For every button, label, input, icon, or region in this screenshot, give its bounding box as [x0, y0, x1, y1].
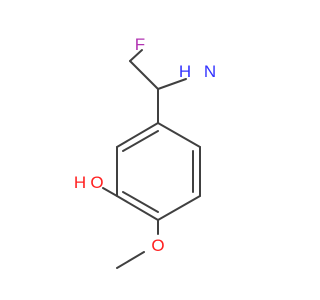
ring-double-c4-c5 [122, 191, 159, 213]
ring-bond-c4-c5 [116, 195, 159, 221]
bond-f-ch2 [129, 49, 143, 62]
label-layer: F H N H O O [74, 35, 216, 255]
atom-hydroxyl-o: O [90, 173, 103, 192]
ring-bond-c1-c2 [157, 122, 201, 148]
structure-svg: F H N H O O [74, 35, 216, 269]
bond-ch2-ch [129, 60, 159, 90]
atom-methoxy-o: O [151, 236, 164, 255]
bond-ch-n [157, 78, 187, 90]
bond-o-ch3 [116, 251, 145, 269]
bond-layer [102, 49, 201, 269]
atom-amine-h2: H [179, 62, 191, 81]
ring-bond-c3-c4 [157, 195, 201, 221]
atom-amine-n: N [204, 62, 216, 81]
atom-hydroxyl-h: H [74, 173, 86, 192]
atom-fluorine: F [135, 35, 145, 54]
molecule-diagram: F H N H O O [73, 35, 217, 269]
ring-double-c6-c1 [122, 130, 159, 152]
ring-bond-c6-c1 [116, 122, 159, 148]
bond-c-oh [102, 187, 118, 197]
